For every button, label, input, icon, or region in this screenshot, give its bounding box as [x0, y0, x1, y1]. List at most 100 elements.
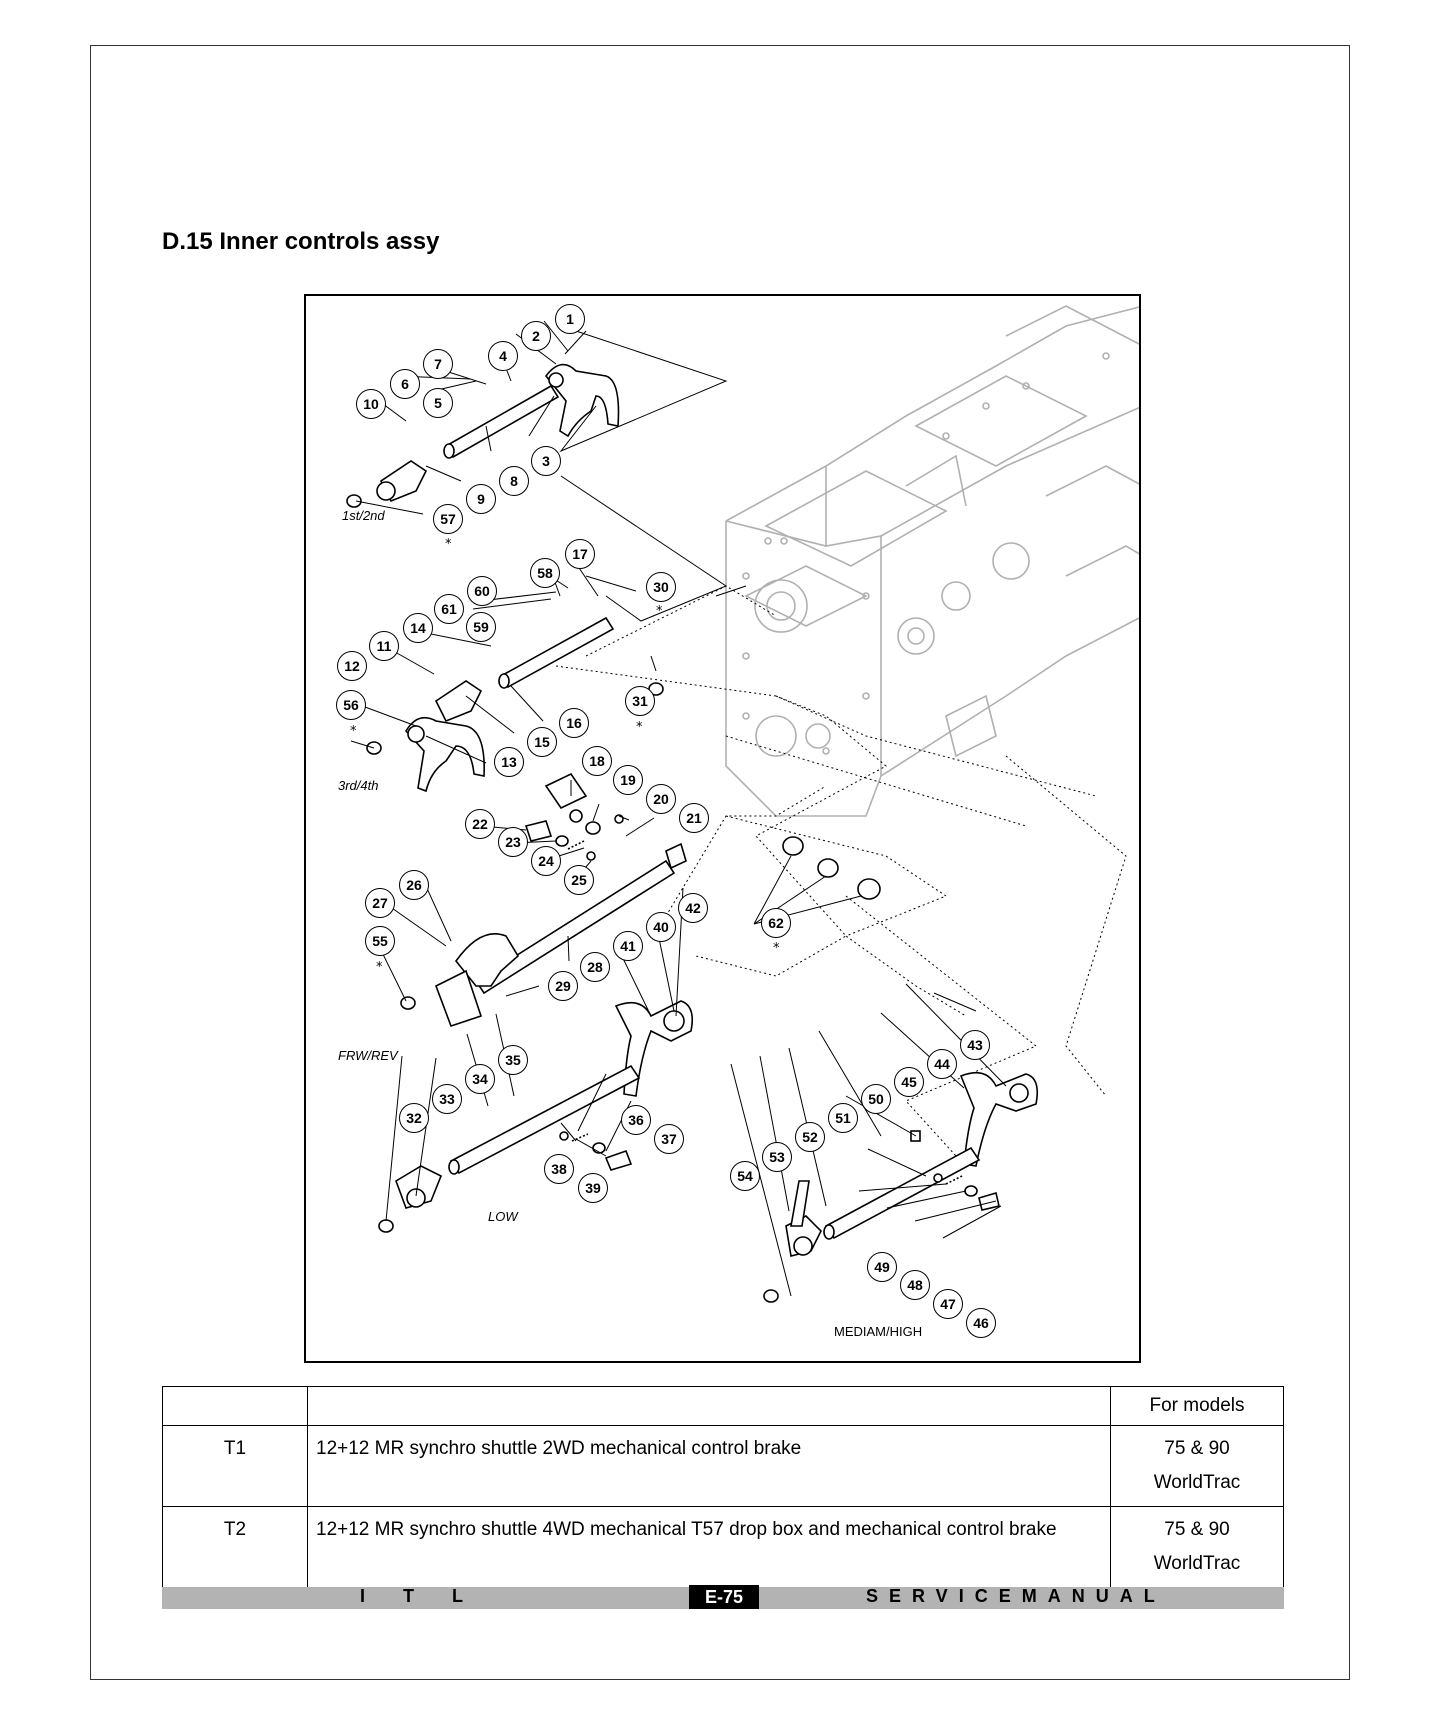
callout-11: 11 [369, 631, 399, 661]
callout-14: 14 [403, 613, 433, 643]
callout-34: 34 [465, 1064, 495, 1094]
callout-16: 16 [559, 708, 589, 738]
models-table: For models T1 12+12 MR synchro shuttle 2… [162, 1386, 1284, 1588]
callout-45: 45 [894, 1067, 924, 1097]
callout-41: 41 [613, 931, 643, 961]
diagram-artwork [346, 305, 1139, 1303]
callout-13: 13 [494, 747, 524, 777]
header-models-cell: For models [1110, 1386, 1284, 1426]
callout-17: 17 [565, 539, 595, 569]
parts-drawing [346, 363, 1039, 1303]
callout-10: 10 [356, 389, 386, 419]
page-frame [90, 45, 1350, 1680]
star-marker: * [445, 537, 452, 552]
section-title: D.15 Inner controls assy [162, 228, 440, 255]
callout-50: 50 [861, 1084, 891, 1114]
row-models: 75 & 90 WorldTrac [1110, 1506, 1284, 1588]
callout-37: 37 [654, 1124, 684, 1154]
callout-9: 9 [466, 484, 496, 514]
callout-49: 49 [867, 1252, 897, 1282]
exploded-parts-diagram: 1st/2nd 3rd/4th FRW/REV LOW MEDIAM/HIGH … [304, 294, 1141, 1363]
leader-lines [350, 320, 1007, 1297]
housing-drawing [725, 305, 1139, 817]
header-desc-cell [307, 1386, 1111, 1426]
callout-21: 21 [679, 803, 709, 833]
callout-6: 6 [390, 369, 420, 399]
callout-29: 29 [548, 971, 578, 1001]
row-code: T1 [162, 1425, 308, 1507]
footer-title: SERVICEMANUAL [866, 1586, 1166, 1606]
callout-55: 55 [365, 926, 395, 956]
star-marker: * [350, 724, 357, 739]
callout-7: 7 [423, 349, 453, 379]
footer-brand: ITL [360, 1586, 501, 1606]
star-marker: * [376, 960, 383, 975]
callout-40: 40 [646, 912, 676, 942]
row-models: 75 & 90 WorldTrac [1110, 1425, 1284, 1507]
callout-39: 39 [578, 1173, 608, 1203]
row-description: 12+12 MR synchro shuttle 2WD mechanical … [307, 1425, 1111, 1507]
callout-22: 22 [465, 809, 495, 839]
callout-1: 1 [555, 304, 585, 334]
callout-32: 32 [399, 1103, 429, 1133]
row-models-line1: 75 & 90 [1164, 1438, 1230, 1459]
callout-30: 30 [646, 572, 676, 602]
callout-27: 27 [365, 888, 395, 918]
callout-47: 47 [933, 1289, 963, 1319]
callout-44: 44 [927, 1049, 957, 1079]
callout-46: 46 [966, 1308, 996, 1338]
star-marker: * [773, 941, 780, 956]
callout-38: 38 [544, 1154, 574, 1184]
row-description: 12+12 MR synchro shuttle 4WD mechanical … [307, 1506, 1111, 1588]
table-header-row: For models [162, 1386, 1284, 1426]
label-frw-rev: FRW/REV [338, 1048, 398, 1063]
callout-19: 19 [613, 765, 643, 795]
callout-23: 23 [498, 827, 528, 857]
callout-57: 57 [433, 504, 463, 534]
callout-58: 58 [530, 558, 560, 588]
callout-25: 25 [564, 865, 594, 895]
label-1st-2nd: 1st/2nd [342, 508, 385, 523]
callout-59: 59 [466, 612, 496, 642]
callout-60: 60 [467, 576, 497, 606]
callout-56: 56 [336, 690, 366, 720]
label-medium-high: MEDIAM/HIGH [834, 1324, 923, 1339]
row-code: T2 [162, 1506, 308, 1588]
callout-54: 54 [730, 1161, 760, 1191]
callout-8: 8 [499, 466, 529, 496]
callout-35: 35 [498, 1045, 528, 1075]
row-models-line1: 75 & 90 [1164, 1519, 1230, 1540]
callout-28: 28 [580, 952, 610, 982]
callout-43: 43 [960, 1030, 990, 1060]
callout-48: 48 [900, 1270, 930, 1300]
callout-18: 18 [582, 746, 612, 776]
callout-26: 26 [399, 870, 429, 900]
callout-52: 52 [795, 1122, 825, 1152]
page-number: E-75 [689, 1585, 759, 1609]
callout-24: 24 [531, 846, 561, 876]
label-3rd-4th: 3rd/4th [338, 778, 379, 793]
callout-4: 4 [488, 341, 518, 371]
header-code-cell [162, 1386, 308, 1426]
row-models-line2: WorldTrac [1153, 1472, 1241, 1493]
callout-36: 36 [621, 1105, 651, 1135]
callout-61: 61 [434, 594, 464, 624]
callout-42: 42 [678, 893, 708, 923]
callout-12: 12 [337, 651, 367, 681]
callout-53: 53 [762, 1142, 792, 1172]
guide-lines [551, 330, 747, 672]
callout-51: 51 [828, 1103, 858, 1133]
projection-lines [555, 585, 1127, 1157]
row-models-line2: WorldTrac [1153, 1553, 1241, 1574]
callout-62: 62 [761, 908, 791, 938]
star-marker: * [636, 720, 643, 735]
callout-3: 3 [531, 446, 561, 476]
callout-5: 5 [423, 388, 453, 418]
callout-33: 33 [432, 1084, 462, 1114]
star-marker: * [656, 604, 663, 619]
label-low: LOW [488, 1209, 518, 1224]
callout-31: 31 [625, 686, 655, 716]
table-row: T2 12+12 MR synchro shuttle 4WD mechanic… [162, 1506, 1284, 1588]
callout-2: 2 [521, 321, 551, 351]
callout-15: 15 [527, 727, 557, 757]
